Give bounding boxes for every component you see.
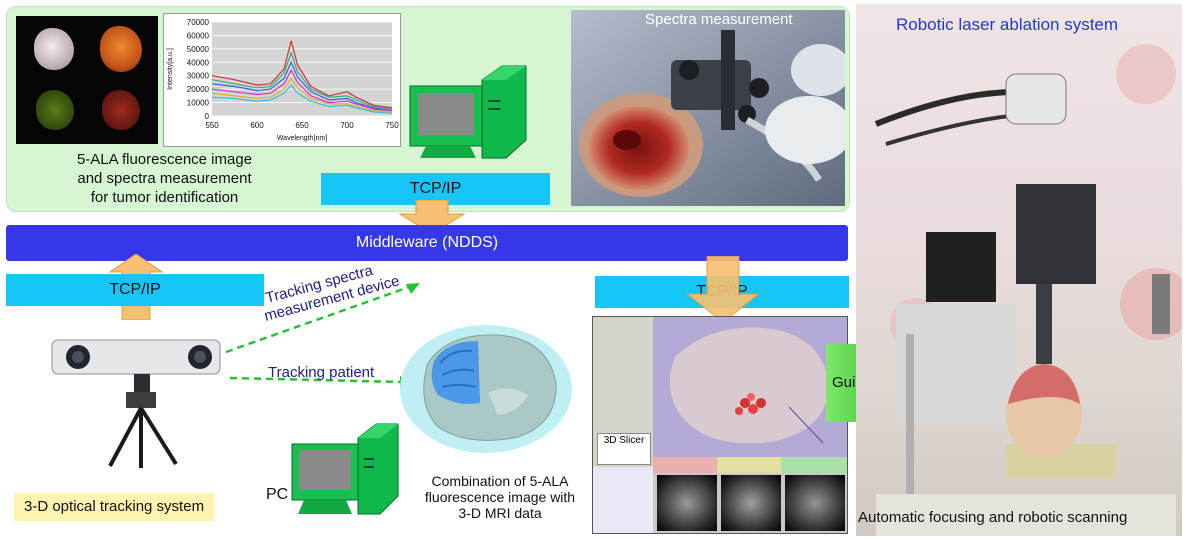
spectrum-line — [211, 60, 393, 112]
tcp-ip-box-top: TCP/IP — [321, 173, 550, 205]
arrow-label-patient: Tracking patient — [268, 364, 375, 381]
y-tick-label: 30000 — [187, 72, 210, 81]
x-tick-label: 600 — [250, 121, 264, 130]
y-tick-label: 0 — [205, 112, 210, 121]
y-tick-label: 10000 — [187, 99, 210, 108]
pc-label: PC — [266, 486, 289, 503]
y-axis-label: Intensity[a.u.] — [167, 48, 174, 90]
slicer-logo-text: 3D Slicer — [603, 435, 645, 446]
slicer-3d-view — [653, 317, 847, 457]
specimen-white-light — [34, 28, 74, 70]
specimen-green-channel — [36, 90, 74, 130]
spectra-measurement-photo: Spectra measurement — [571, 10, 845, 206]
arrowhead-icon — [406, 283, 420, 294]
surgery-illustration — [571, 10, 845, 206]
fluorescence-caption: 5-ALA fluorescence image and spectra mea… — [22, 150, 307, 207]
x-tick-label: 650 — [295, 121, 309, 130]
spectrum-line — [211, 84, 393, 114]
x-tick-label: 550 — [205, 121, 219, 130]
robotic-system-title: Robotic laser ablation system — [896, 15, 1119, 34]
y-tick-label: 70000 — [187, 18, 210, 27]
y-tick-label: 20000 — [187, 85, 210, 94]
spectrum-line — [211, 69, 393, 112]
caption-line: fluorescence image with — [424, 489, 576, 505]
slicer-coronal-slice — [785, 475, 845, 531]
slicer-screenshot: 3D Slicer — [592, 316, 848, 534]
computer-icon — [409, 65, 527, 159]
caption-line: 3-D MRI data — [458, 505, 542, 521]
x-axis-label: Wavelength[nm] — [277, 135, 327, 142]
specimen-red-channel — [102, 90, 140, 130]
down-arrow-top — [398, 200, 466, 234]
middleware-bar: Middleware (NDDS) — [6, 225, 848, 261]
y-tick-label: 40000 — [187, 58, 210, 67]
spectra-plot: 0 10000 20000 30000 40000 50000 60000 70000 550 6… — [167, 18, 399, 142]
x-tick-label: 700 — [340, 121, 354, 130]
tcp-ip-box-left: TCP/IP — [6, 274, 264, 306]
robot-illustration — [874, 44, 1182, 536]
down-arrow-center — [685, 256, 761, 323]
x-tick-label: 750 — [385, 121, 399, 130]
specimen-fluorescence — [100, 26, 142, 72]
computer-icon — [291, 423, 399, 515]
spectrum-line — [211, 77, 393, 113]
spectra-chart: 0 10000 20000 30000 40000 50000 60000 70000 550 6… — [163, 13, 401, 147]
caption-line: for tumor identification — [90, 189, 239, 206]
robotic-system-photo: Robotic laser ablation system Automatic … — [856, 4, 1182, 536]
slicer-slice-toolbar — [653, 457, 847, 473]
fluorescence-image — [16, 16, 158, 144]
tracking-system-label: 3-D optical tracking system — [14, 493, 215, 521]
caption-line: Combination of 5-ALA — [431, 473, 569, 489]
slicer-log-panel — [593, 467, 653, 533]
combination-caption: Combination of 5-ALA fluorescence image … — [410, 473, 590, 521]
slicer-axial-slice — [657, 475, 717, 531]
slicer-sagittal-slice — [721, 475, 781, 531]
photo-title: Spectra measurement — [645, 11, 793, 28]
caption-line: and spectra measurement — [77, 170, 252, 187]
spectrum-line — [211, 51, 393, 110]
optical-tracker-device — [51, 339, 221, 468]
slicer-logo: 3D Slicer — [597, 433, 651, 465]
y-tick-label: 50000 — [187, 45, 210, 54]
y-tick-label: 60000 — [187, 31, 210, 40]
slicer-brain-render — [669, 327, 829, 444]
caption-line: 5-ALA fluorescence image — [76, 151, 253, 168]
robotic-system-caption: Automatic focusing and robotic scanning — [858, 509, 1128, 526]
spectrum-line — [211, 40, 393, 109]
brain-model-render — [400, 325, 572, 453]
